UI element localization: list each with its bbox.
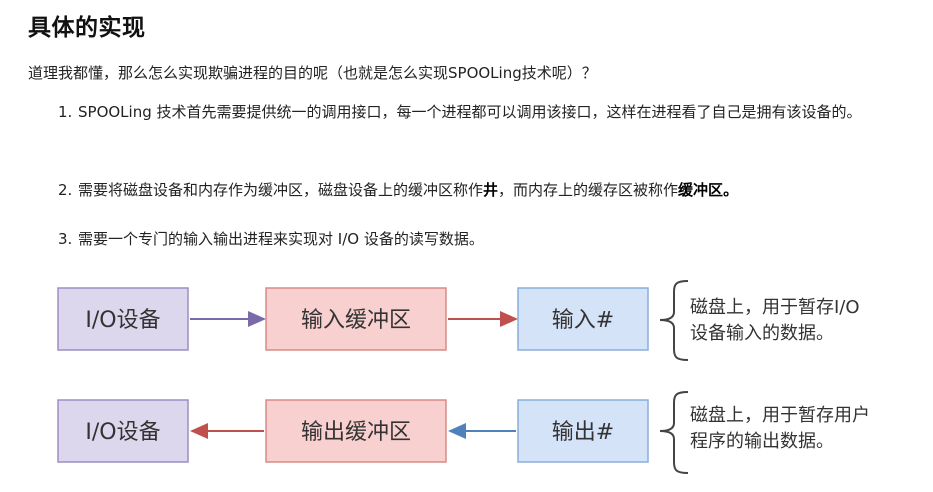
curly-brace <box>659 391 689 474</box>
note-text: 设备输入的数据。 <box>690 323 834 344</box>
list-text-end: 。 <box>723 181 739 199</box>
input-well-box <box>517 287 649 351</box>
output-well-label: 输出# <box>552 420 614 445</box>
output-buffer-label: 输出缓冲区 <box>301 420 411 445</box>
input-well-label: 输入# <box>552 308 614 333</box>
bold-term-buffer: 缓冲区 <box>678 181 724 199</box>
io-device-box <box>57 287 189 351</box>
list-text: 需要将磁盘设备和内存作为缓冲区，磁盘设备上的缓冲区称作井，而内存上的缓存区被称作… <box>78 178 924 203</box>
list-text-part: 需要将磁盘设备和内存作为缓冲区，磁盘设备上的缓冲区称作 <box>78 181 484 199</box>
list-number: 3. <box>58 230 73 248</box>
output-buffer-box <box>265 399 447 463</box>
note-text: 磁盘上，用于暂存I/O <box>690 297 860 318</box>
intro-paragraph: 道理我都懂，那么怎么实现欺骗进程的目的呢（也就是怎么实现SPOOLing技术呢）… <box>28 64 597 82</box>
note-text: 程序的输出数据。 <box>690 431 834 452</box>
io-device-label: I/O设备 <box>85 420 160 445</box>
io-device-box <box>57 399 189 463</box>
list-number: 2. <box>58 181 73 199</box>
bold-term-well: 井 <box>483 181 499 199</box>
list-text-part: ，而内存上的缓存区被称作 <box>498 181 679 199</box>
note-text: 磁盘上，用于暂存用户 <box>690 405 870 426</box>
list-text: 需要一个专门的输入输出进程来实现对 I/O 设备的读写数据。 <box>78 230 484 248</box>
output-well-box <box>517 399 649 463</box>
input-buffer-label: 输入缓冲区 <box>301 308 411 333</box>
input-buffer-box <box>265 287 447 351</box>
list-text: SPOOLing 技术首先需要提供统一的调用接口，每一个进程都可以调用该接口，这… <box>78 103 862 121</box>
curly-brace <box>659 280 689 361</box>
section-heading: 具体的实现 <box>28 15 146 41</box>
io-device-label: I/O设备 <box>85 308 160 333</box>
list-number: 1. <box>58 103 73 121</box>
